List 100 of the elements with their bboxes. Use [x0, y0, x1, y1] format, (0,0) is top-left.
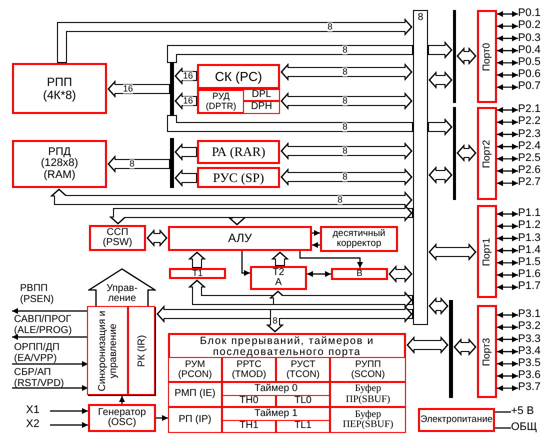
- arrow: [307, 271, 331, 277]
- signal-label: X1: [26, 405, 40, 417]
- arrow: [497, 11, 518, 17]
- pin-label: P0.5: [518, 57, 541, 69]
- bus-arrow: [271, 252, 289, 266]
- pin-label: P3.3: [518, 334, 541, 346]
- block-label: А: [275, 278, 282, 288]
- control-unit-section: [87, 306, 128, 395]
- register-box: [169, 268, 226, 279]
- signal-name: РВПП (PSEN): [20, 283, 55, 305]
- block-label: РП (IP): [178, 414, 212, 426]
- bus-arrow: [428, 71, 452, 89]
- bus-bar: [170, 63, 174, 115]
- pin-label: P2.6: [518, 165, 541, 177]
- arrow: [497, 272, 518, 278]
- block-label: TL0: [294, 396, 312, 406]
- pin-label: P3.7: [518, 382, 541, 394]
- timer-cell: [222, 407, 330, 433]
- pin-label: P1.3: [518, 232, 541, 244]
- arrow: [12, 308, 88, 314]
- block-label: РУД: [212, 92, 230, 102]
- bus-width-label: 8: [342, 122, 348, 132]
- arrow: [497, 84, 518, 90]
- block-label: (4К*8): [43, 88, 76, 102]
- arrow: [497, 235, 518, 242]
- arrow: [497, 373, 518, 379]
- pin-label: P0.6: [518, 69, 541, 81]
- bus-arrow: [428, 118, 452, 136]
- register-cell: [222, 395, 276, 407]
- block-label: Т2: [272, 268, 284, 278]
- timer-cell: [222, 382, 330, 407]
- block-label: Электропитание: [420, 415, 493, 425]
- block-label: Блок прерываний, таймеров и последовательного порта: [198, 336, 376, 358]
- block-label: Порт2: [482, 138, 492, 170]
- pin-label: P2.7: [518, 177, 541, 189]
- bus-arrow: [174, 67, 197, 85]
- register-cell: [330, 407, 406, 433]
- register-box: [128, 306, 155, 395]
- block-label: (128x8): [40, 158, 78, 170]
- block-label: Т1: [192, 268, 203, 278]
- block-label: РПД: [48, 146, 71, 158]
- block-label: (DPTR): [206, 102, 236, 111]
- pin-label: P1.7: [518, 281, 541, 293]
- block-label: Синхронизация и управление: [96, 309, 118, 392]
- pin-label: P1.2: [518, 220, 541, 232]
- block-label: (PCON): [178, 370, 212, 380]
- block-label: Таймер 1: [254, 408, 298, 420]
- arrow: [497, 119, 518, 126]
- pin-label: P1.1: [518, 208, 541, 220]
- bus-width-label: 8: [342, 68, 348, 76]
- pin-label: P3.5: [518, 358, 541, 370]
- block-label: Генератор: [98, 408, 146, 418]
- block-label: DPH: [250, 102, 272, 113]
- arrow: [497, 23, 518, 30]
- register-box: [197, 64, 280, 89]
- register-cell: [168, 357, 222, 382]
- bus-width-label: 8: [342, 146, 348, 156]
- block-label: АЛУ: [228, 232, 252, 245]
- bus-width-label: 16: [183, 96, 193, 106]
- bus-arrow: [188, 252, 206, 268]
- bus-width-label: 8: [130, 160, 134, 168]
- block-label: (TCON): [286, 370, 320, 380]
- bus-width-label: 8: [272, 316, 278, 326]
- oscillator-block: [88, 404, 156, 432]
- bus-arrow: [174, 143, 197, 161]
- bus-arrow: [108, 80, 170, 98]
- bus-width-label: 8: [342, 172, 348, 182]
- arrow: [312, 230, 320, 236]
- signal-name: СБР/АП (RST/VPD): [14, 367, 65, 389]
- block-label: 8: [418, 12, 424, 24]
- arrow: [497, 107, 518, 113]
- register-cell: [168, 382, 222, 407]
- arrow: [497, 48, 518, 54]
- register-cell: [276, 395, 330, 407]
- block-label: TL1: [294, 421, 312, 432]
- block-label: (PSW): [102, 238, 132, 248]
- bus-width-label: 8: [338, 196, 342, 204]
- block-label: РПП: [46, 76, 72, 88]
- register-cell: [276, 420, 330, 433]
- corrector-block: [320, 226, 398, 252]
- block-label: СК (PC): [214, 70, 262, 84]
- bus-arrow: [280, 168, 412, 186]
- arrow: [119, 396, 125, 404]
- pin-label: P3.6: [518, 370, 541, 382]
- block-label: РУСТ: [290, 360, 316, 370]
- register-cell: [330, 357, 406, 382]
- block-label: Буфер: [354, 384, 382, 394]
- block-label: TH1: [240, 421, 258, 432]
- interrupt-timer-block: [168, 333, 406, 433]
- bus-arrow: [174, 169, 197, 187]
- bus-arrow: [428, 166, 452, 184]
- pin-label: P3.2: [518, 321, 541, 333]
- block-label: РУС (SP): [212, 170, 264, 184]
- signal-label: X2: [26, 419, 40, 431]
- bus-arrow: [228, 208, 413, 226]
- pin-label: P3.1: [518, 309, 541, 321]
- arrow: [12, 334, 88, 340]
- pin-label: P0.2: [518, 20, 541, 32]
- pin-label: P1.6: [518, 269, 541, 281]
- arrow: [50, 408, 88, 414]
